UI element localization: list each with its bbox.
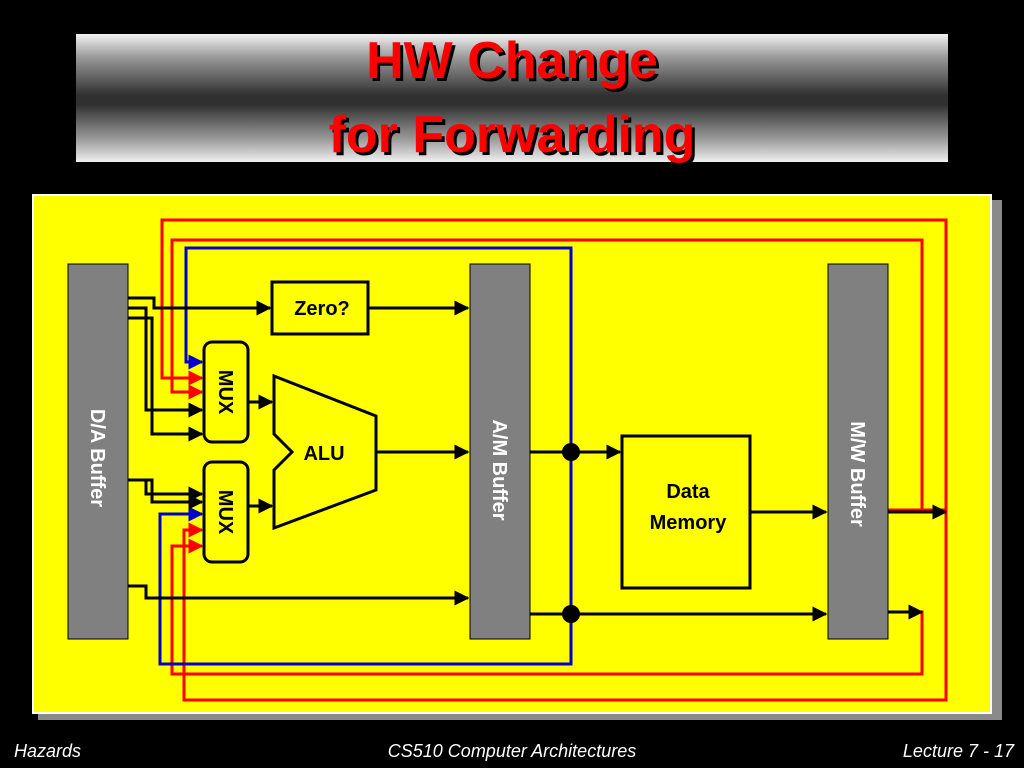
zero-check-block: Zero? — [270, 280, 370, 336]
zero-check-label: Zero? — [294, 298, 350, 320]
slide-title-line-2: for Forwarding — [328, 106, 696, 164]
datapath-wires — [128, 296, 948, 622]
forwarding-paths-am — [158, 246, 573, 666]
mux-bottom-block: MUX — [202, 460, 250, 564]
mux-top-label: MUX — [214, 370, 236, 415]
forward-path-am-to-mux-bottom — [158, 452, 573, 666]
forward-path-am-to-mux-top — [184, 246, 573, 452]
alu-block: ALU — [272, 373, 378, 531]
wire-da-to-mux-bottom-a — [128, 478, 204, 502]
data-memory-block: Data Memory — [620, 434, 752, 590]
mw-buffer-block: M/W Buffer — [827, 263, 889, 640]
mux-top-block: MUX — [202, 340, 250, 444]
wire-da-to-mux-bottom-b — [128, 584, 470, 606]
mux-bottom-label: MUX — [214, 490, 236, 535]
footer-topic: Hazards — [14, 741, 82, 761]
mw-buffer-label: M/W Buffer — [846, 421, 868, 527]
alu-label: ALU — [303, 443, 344, 465]
wire-da-to-mux-bottom-c — [128, 478, 204, 510]
am-buffer-label: A/M Buffer — [488, 419, 510, 520]
footer-lecture-number: Lecture 7 - 17 — [902, 741, 1014, 761]
title-bar — [76, 34, 948, 162]
wire-da-to-zero — [128, 296, 272, 316]
slide-title-line-1: HW Change — [366, 32, 658, 90]
da-buffer-block: D/A Buffer — [67, 263, 129, 640]
junction-dot-bypass — [562, 605, 580, 623]
data-memory-label-line-2: Memory — [650, 512, 728, 534]
wire-da-to-mux-top-a — [128, 306, 204, 418]
footer-course: CS510 Computer Architectures — [387, 741, 637, 761]
data-memory-label-line-1: Data — [666, 481, 710, 503]
am-buffer-block: A/M Buffer — [469, 263, 531, 640]
wire-da-to-mux-top-b — [128, 316, 204, 442]
forward-path-mw-to-mux-bottom-outer — [170, 538, 924, 676]
junction-dot-alu-result — [562, 443, 580, 461]
da-buffer-label: D/A Buffer — [86, 409, 108, 507]
